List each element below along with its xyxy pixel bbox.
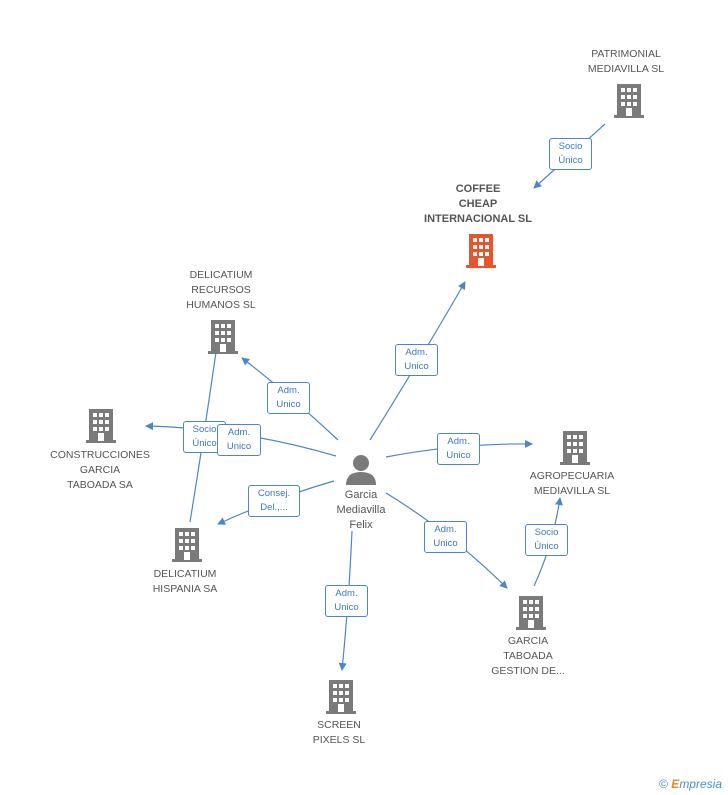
brand-initial: E — [671, 777, 680, 791]
brand-name: mpresia — [679, 777, 722, 791]
node-label-coffee[interactable]: COFFEE CHEAP INTERNACIONAL SL — [424, 183, 532, 225]
center-person-label[interactable]: Garcia Mediavilla Felix — [336, 489, 386, 531]
building-icon — [516, 596, 546, 630]
edge-label-felix-gestion[interactable]: Adm. Unico — [424, 521, 467, 553]
node-label-construcciones[interactable]: CONSTRUCCIONES GARCIA TABOADA SA — [50, 449, 150, 491]
edge-label-felix-coffee[interactable]: Adm. Unico — [395, 344, 438, 376]
building-icon — [466, 234, 496, 268]
empresia-watermark: © Empresia — [659, 777, 722, 791]
edge-label-gestion-agropecuaria[interactable]: Socio Único — [525, 524, 568, 556]
node-label-patrimonial[interactable]: PATRIMONIAL MEDIAVILLA SL — [587, 48, 665, 75]
building-icon — [208, 320, 238, 354]
node-label-agropecuaria[interactable]: AGROPECUARIA MEDIAVILLA SL — [529, 470, 615, 497]
building-icon — [172, 528, 202, 562]
building-icon — [326, 680, 356, 714]
person-icon — [346, 455, 376, 485]
building-icon — [86, 409, 116, 443]
edge-label-felix-construcciones[interactable]: Adm. Unico — [217, 424, 261, 456]
node-label-delicatium-rrhh[interactable]: DELICATIUM RECURSOS HUMANOS SL — [186, 269, 256, 311]
node-label-screen-pixels[interactable]: SCREEN PIXELS SL — [312, 719, 366, 746]
node-label-garcia-taboada-gestion[interactable]: GARCIA TABOADA GESTION DE... — [491, 635, 565, 677]
edge-label-patrimonial-coffee[interactable]: Socio Único — [549, 138, 592, 170]
edge-label-felix-agropecuaria[interactable]: Adm. Unico — [437, 433, 480, 465]
building-icon — [614, 84, 644, 118]
edge-label-felix-hispania[interactable]: Consej. Del.,... — [248, 485, 300, 517]
node-label-delicatium-hispania[interactable]: DELICATIUM HISPANIA SA — [152, 568, 218, 595]
edge-label-felix-rrhh[interactable]: Adm. Unico — [267, 382, 310, 414]
edge-label-felix-screen[interactable]: Adm. Unico — [325, 585, 368, 617]
building-icon — [560, 431, 590, 465]
copyright-symbol: © — [659, 777, 668, 791]
